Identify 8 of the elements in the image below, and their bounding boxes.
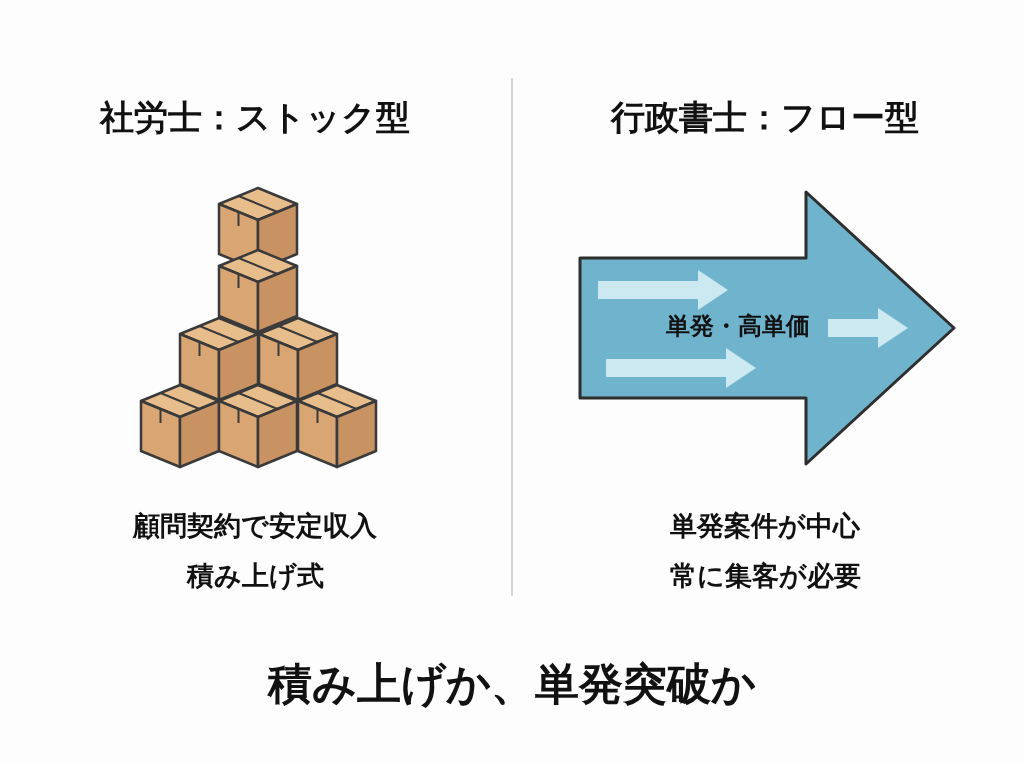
arrow-label: 単発・高単価 [665,311,811,342]
column-heading: 行政書士：フロー型 [609,96,920,139]
description-text: 積み上げ式 [185,559,325,593]
description-text: 顧問契約で安定収入 [131,509,378,543]
description-text: 単発案件が中心 [669,509,861,543]
column-heading: 社労士：ストック型 [98,96,411,139]
caption-text: 積み上げか、単発突破か [266,657,757,711]
description-text: 常に集客が必要 [668,559,862,593]
